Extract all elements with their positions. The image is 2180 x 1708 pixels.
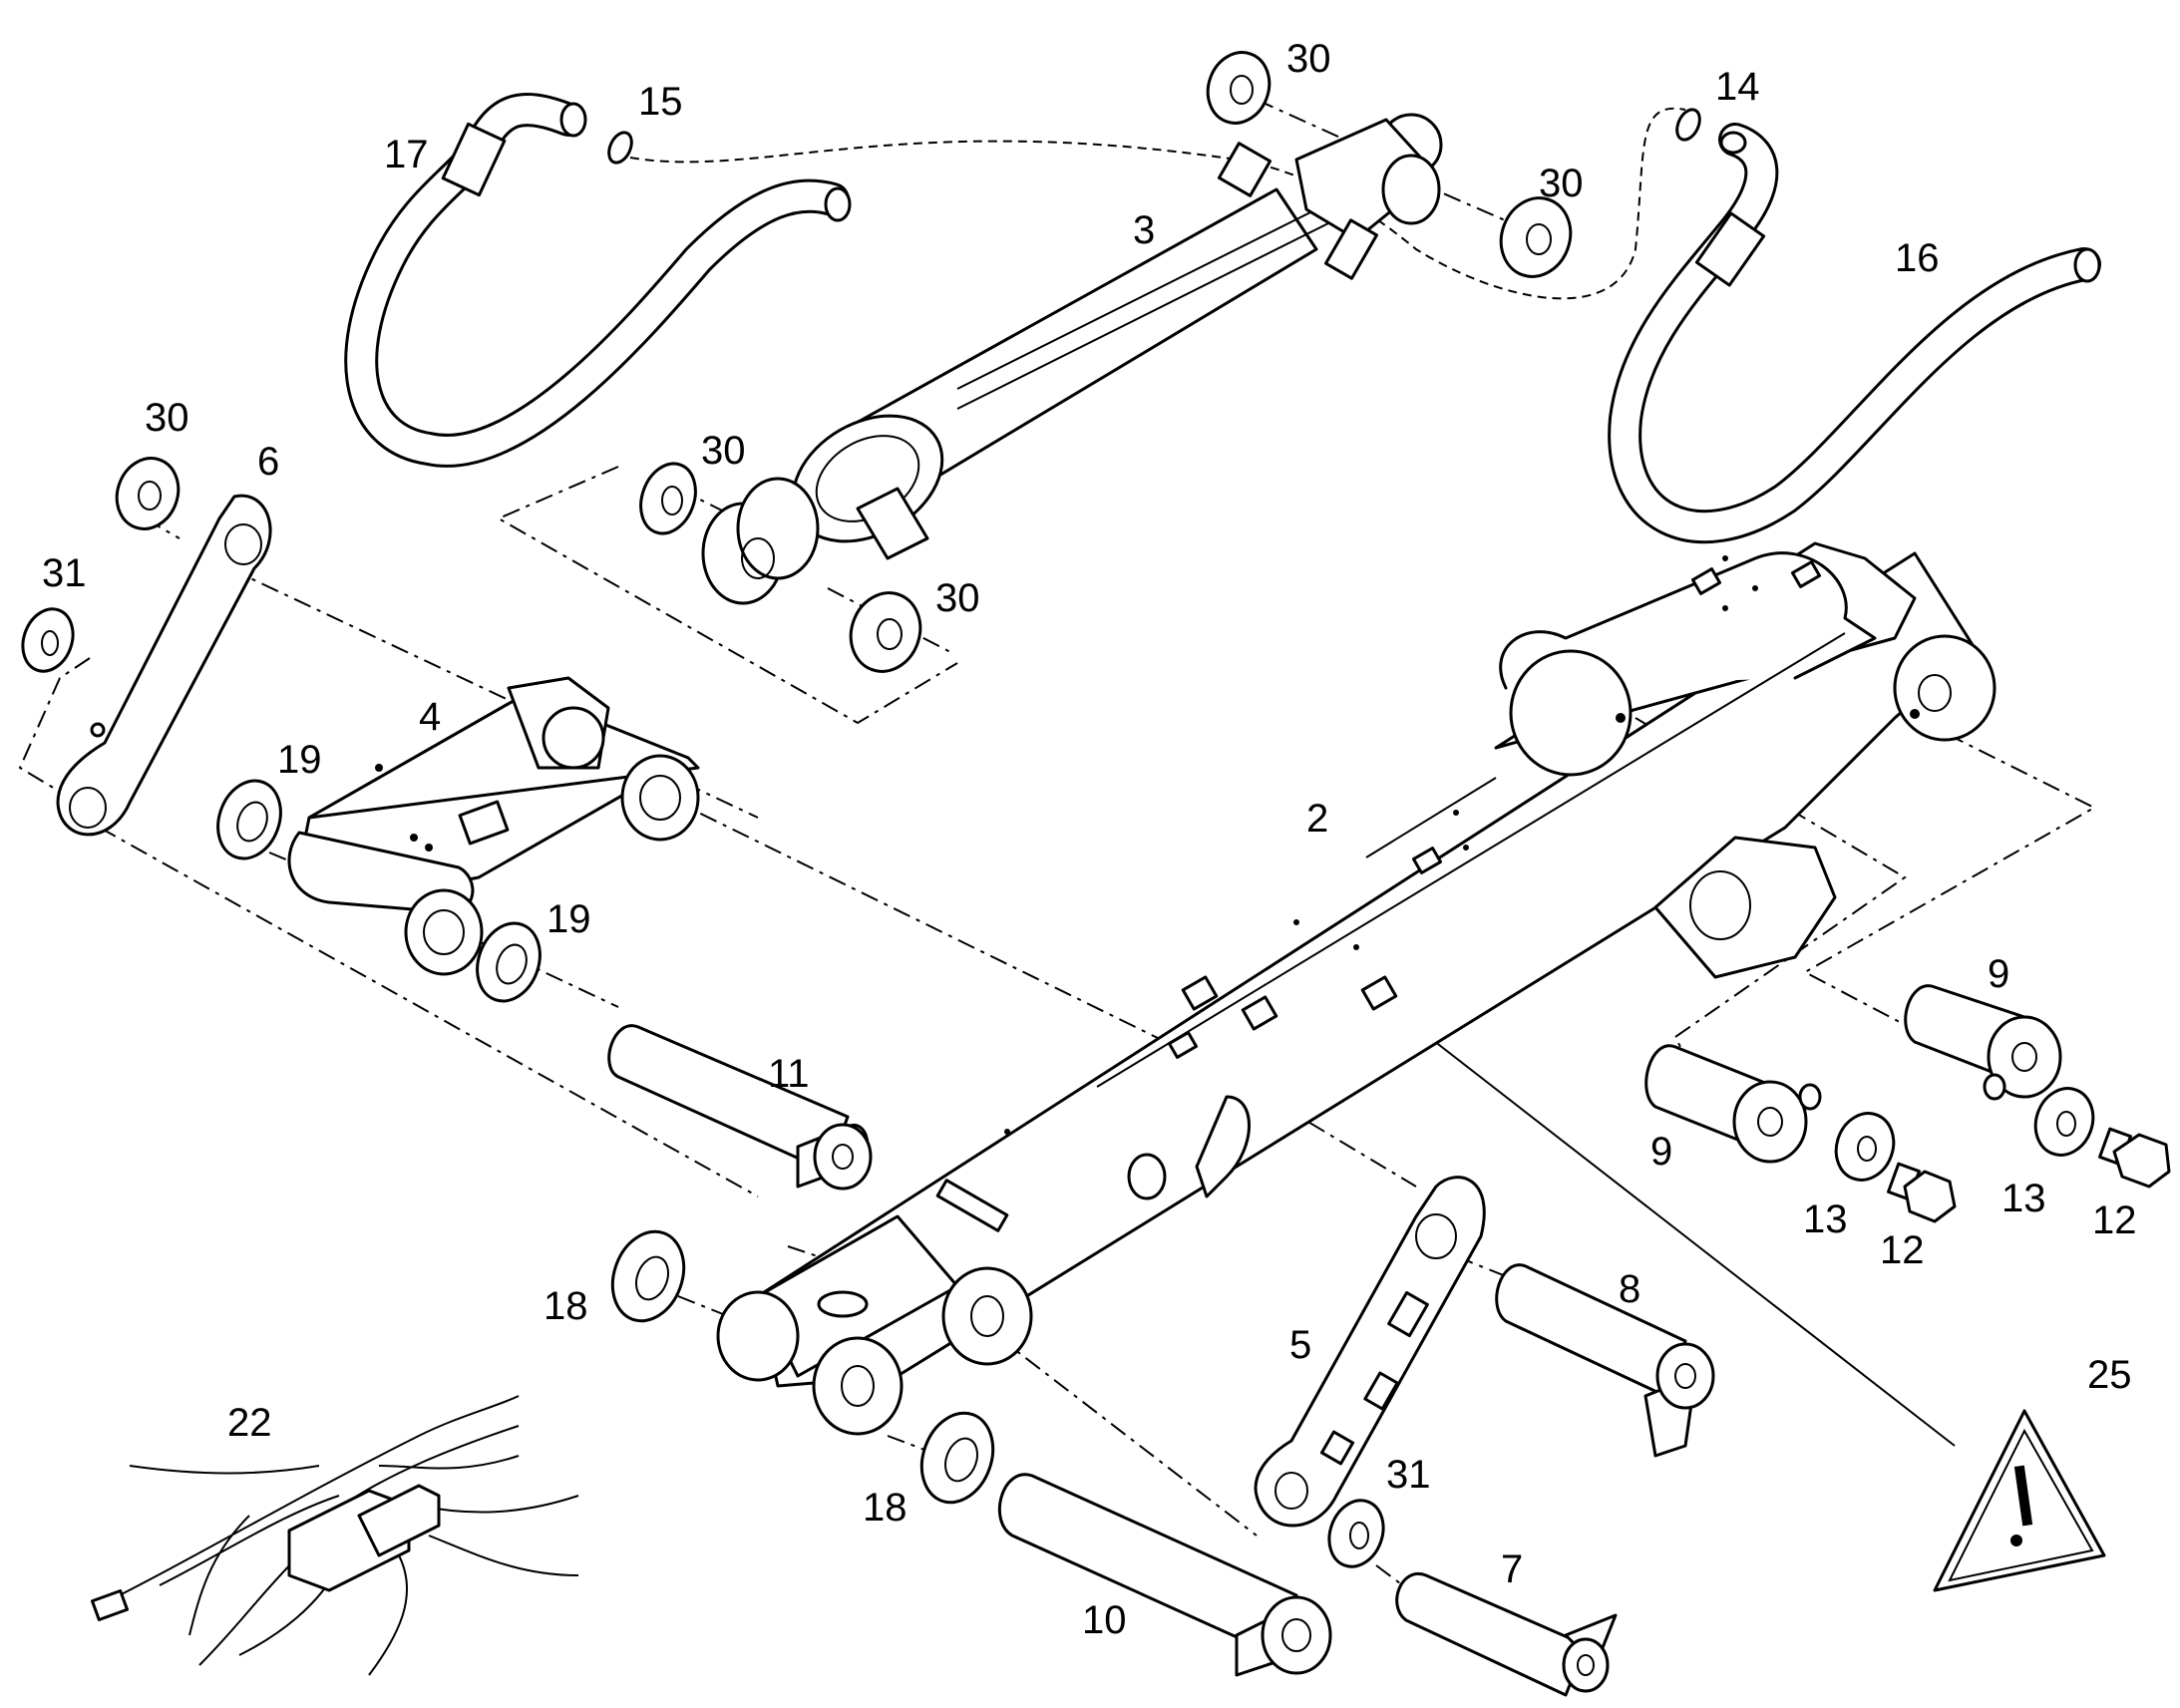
callout-13: 13 <box>1803 1197 1848 1241</box>
pin-11 <box>607 1024 873 1191</box>
bolt-12-right <box>2098 1127 2171 1189</box>
callout-7: 7 <box>1501 1547 1523 1591</box>
callout-14: 14 <box>1715 65 1760 109</box>
washer-13-right <box>2033 1087 2095 1157</box>
callout-10: 10 <box>1082 1598 1127 1642</box>
o-ring-15 <box>607 131 633 165</box>
callout-4: 4 <box>419 695 441 739</box>
callout-18: 18 <box>544 1284 588 1328</box>
callout-8: 8 <box>1619 1267 1640 1311</box>
hydraulic-cylinder-3 <box>701 113 1443 605</box>
callout-9: 9 <box>1988 952 2009 996</box>
callout-30: 30 <box>701 429 746 473</box>
callout-31: 31 <box>42 551 87 595</box>
hose-17 <box>344 93 852 468</box>
callout-30: 30 <box>1286 37 1331 81</box>
pin-10 <box>997 1473 1332 1677</box>
callout-25: 25 <box>2087 1353 2132 1397</box>
hose-16 <box>1608 123 2101 544</box>
washer-30-left <box>115 457 181 530</box>
callout-18: 18 <box>863 1486 908 1530</box>
callout-30: 30 <box>1539 162 1584 205</box>
o-ring-14 <box>1675 108 1701 142</box>
callout-16: 16 <box>1895 236 1940 280</box>
pin-9-right <box>1904 984 2062 1101</box>
seal-19-bottom <box>476 921 542 1003</box>
callout-15: 15 <box>638 80 683 124</box>
callout-17: 17 <box>384 133 429 176</box>
callout-6: 6 <box>257 440 279 484</box>
washer-13-left <box>1834 1112 1896 1182</box>
link-6 <box>56 494 272 837</box>
washer-31-bottom <box>1327 1499 1385 1568</box>
washer-30-mid <box>639 462 697 535</box>
pin-7 <box>1395 1571 1618 1697</box>
washer-31-left <box>21 607 75 673</box>
callout-12: 12 <box>1880 1228 1925 1272</box>
bracket-4 <box>287 676 700 976</box>
callout-31: 31 <box>1386 1453 1431 1497</box>
link-5 <box>1254 1176 1486 1528</box>
callout-13: 13 <box>2001 1177 2046 1220</box>
callout-3: 3 <box>1133 208 1155 252</box>
callout-labels: 30 15 14 17 3 30 16 30 6 30 31 30 4 19 2… <box>42 37 2137 1642</box>
callout-19: 19 <box>546 897 591 941</box>
pin-8 <box>1495 1263 1715 1458</box>
warning-sign-25 <box>1933 1409 2106 1592</box>
callout-9: 9 <box>1650 1130 1672 1174</box>
pin-9-left <box>1644 1044 1822 1164</box>
callout-30: 30 <box>935 576 980 620</box>
callout-19: 19 <box>277 738 322 782</box>
bolt-12-left <box>1887 1162 1957 1223</box>
washer-30-right <box>1499 196 1573 278</box>
boom-2 <box>716 541 1997 1436</box>
callout-22: 22 <box>227 1401 272 1445</box>
callout-11: 11 <box>768 1052 810 1096</box>
callout-2: 2 <box>1306 797 1328 841</box>
valve-block-22 <box>90 1395 579 1676</box>
washer-30-lower <box>849 591 922 673</box>
seal-18-lower <box>919 1411 995 1505</box>
callout-12: 12 <box>2092 1198 2137 1242</box>
washer-30-top <box>1206 51 1272 125</box>
seal-18-upper <box>610 1229 686 1323</box>
callout-5: 5 <box>1289 1323 1311 1367</box>
seal-19-top <box>216 779 282 860</box>
callout-30: 30 <box>145 396 189 440</box>
